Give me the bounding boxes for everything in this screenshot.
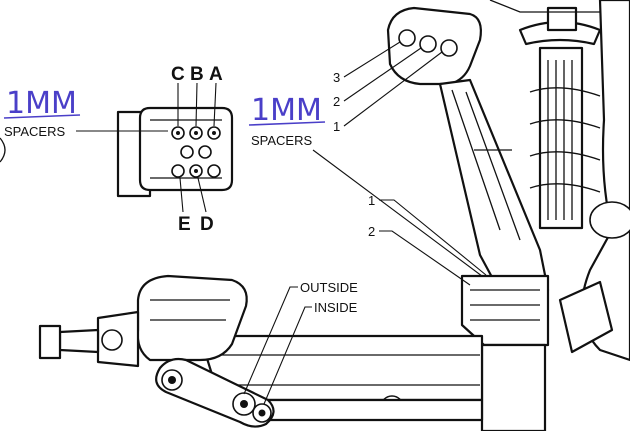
letter-d: D [200, 214, 214, 235]
chassis-diamond-cutout [558, 280, 614, 354]
mount-position-1: 1 [368, 193, 375, 208]
outside-label: OUTSIDE [300, 280, 358, 295]
right-spacers-label: SPACERS [251, 133, 312, 148]
chassis-opening [589, 201, 630, 239]
right-spacer-callout: 1MM SPACERS [248, 93, 499, 289]
diagonal-strut [438, 78, 550, 294]
mount-post [480, 343, 547, 431]
arm-hole-2 [419, 35, 437, 53]
hole-center-right [198, 145, 212, 159]
arm-position-3: 3 [333, 70, 340, 85]
hole-e [171, 164, 185, 178]
arm-hole-1 [440, 39, 458, 57]
mount-bulkhead [460, 274, 550, 347]
chassis-side [580, 0, 630, 362]
mount-position-2: 2 [368, 224, 375, 239]
shock-body [538, 46, 584, 230]
hole-extra [207, 164, 221, 178]
arm-position-1: 1 [333, 119, 340, 134]
axle-nut [38, 324, 62, 360]
inside-label: INSIDE [314, 300, 358, 315]
spacer-block-detail: C B A E D 1MM SPACERS [0, 64, 234, 235]
shock-top-mount [546, 6, 578, 32]
arm-position-2: 2 [333, 94, 340, 109]
axle [58, 328, 100, 354]
left-spacers-label: SPACERS [4, 124, 65, 139]
letter-a: A [209, 64, 223, 85]
letter-e: E [178, 214, 191, 235]
lower-arm-assembly: OUTSIDE INSIDE [38, 274, 484, 428]
hub-carrier [136, 274, 248, 362]
lower-mount: 1 2 [368, 193, 550, 431]
letter-b: B [190, 64, 204, 85]
letter-c: C [171, 64, 185, 85]
hole-center-left [180, 145, 194, 159]
shock-tower: 3 2 1 [333, 0, 630, 362]
shock-cap [518, 20, 602, 46]
arm-hole-3 [398, 29, 416, 47]
